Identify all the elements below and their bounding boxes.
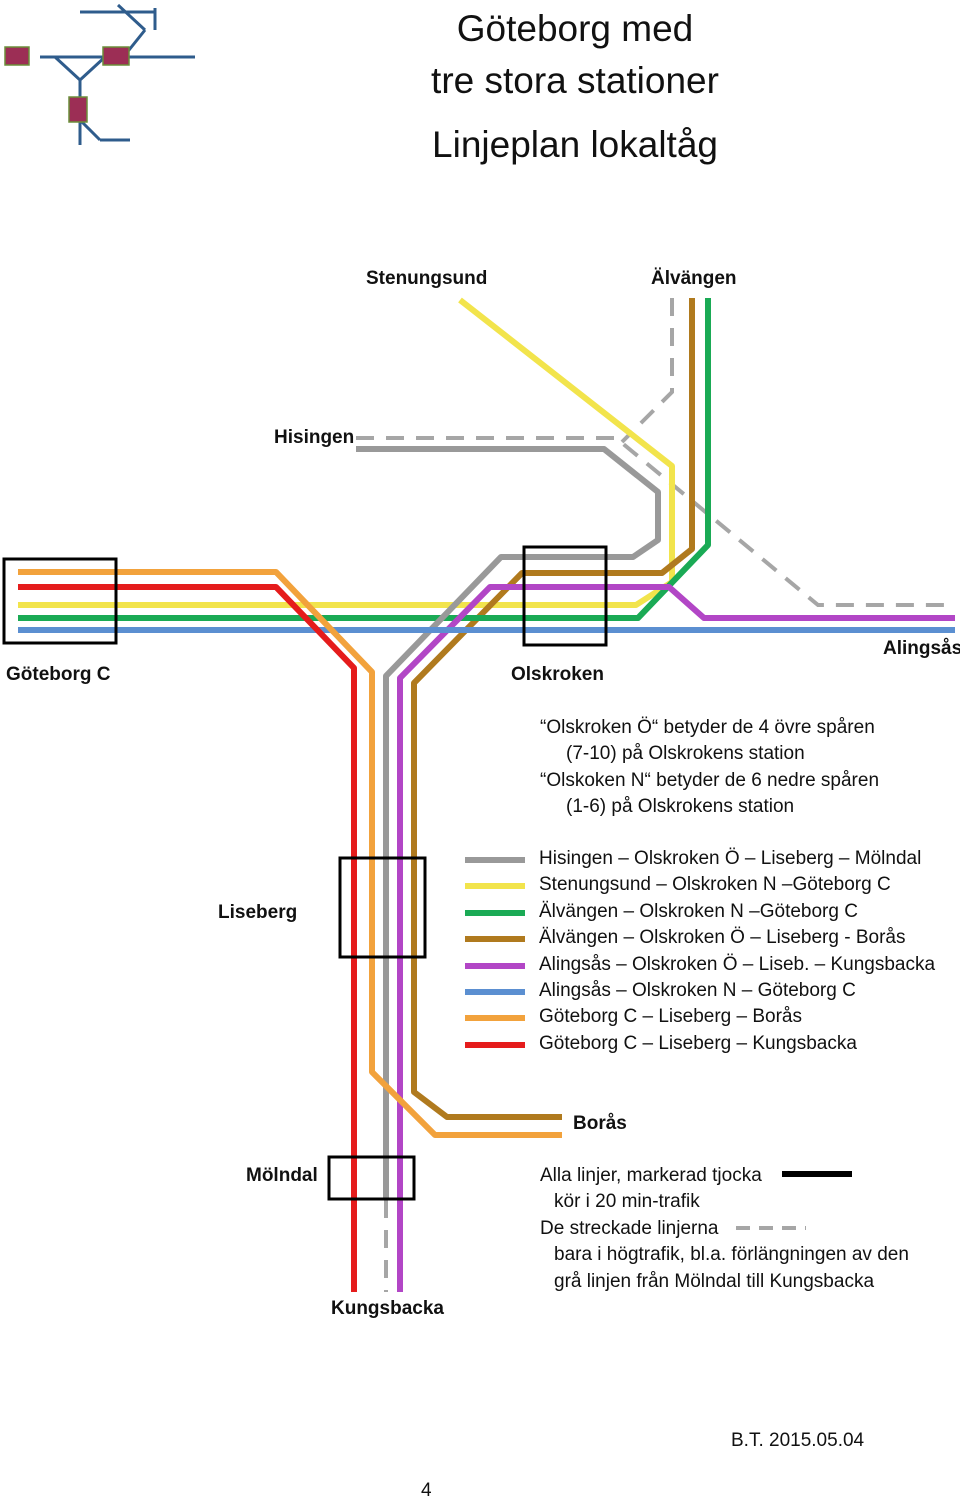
legend-swatch	[465, 857, 525, 863]
legend-item: Hisingen – Olskroken Ö – Liseberg – Möln…	[465, 846, 945, 872]
legend-item: Älvängen – Olskroken Ö – Liseberg - Borå…	[465, 925, 945, 951]
dashed-line-hisingen	[356, 436, 955, 607]
note-line-2: (7-10) på Olskrokens station	[566, 743, 805, 765]
legend-item: Göteborg C – Liseberg – Kungsbacka	[465, 1031, 945, 1057]
legend-text: Älvängen – Olskroken N –Göteborg C	[539, 900, 858, 922]
dashed-lines	[356, 298, 955, 1292]
station-label-stenungsund: Stenungsund	[366, 268, 488, 289]
legend-text: Älvängen – Olskroken Ö – Liseberg - Borå…	[539, 927, 906, 949]
station-box-goteborg-c	[2, 557, 118, 645]
station-box-liseberg	[338, 856, 427, 959]
legend: Hisingen – Olskroken Ö – Liseberg – Möln…	[465, 846, 945, 1057]
legend-swatch	[465, 936, 525, 943]
info-line-5: grå linjen från Mölndal till Kungsbacka	[554, 1270, 875, 1292]
line-green	[18, 298, 711, 621]
station-label-alvangen: Älvängen	[651, 268, 737, 289]
note-line-4: (1-6) på Olskrokens station	[566, 796, 795, 818]
station-box-molndal	[327, 1155, 416, 1201]
station-label-kungsbacka: Kungsbacka	[331, 1298, 444, 1319]
station-label-goteborg-c: Göteborg C	[6, 664, 111, 685]
legend-item: Alingsås – Olskroken N – Göteborg C	[465, 978, 945, 1004]
station-box-olskroken	[522, 545, 608, 647]
legend-text: Göteborg C – Liseberg – Borås	[539, 1006, 802, 1028]
line-gray	[356, 446, 661, 1200]
title-line-2: tre stora stationer	[431, 60, 719, 101]
dashed-line-alvangen	[620, 298, 674, 444]
network-logo-icon	[4, 3, 195, 145]
footer-date: B.T. 2015.05.04	[731, 1430, 865, 1451]
legend-text: Stenungsund – Olskroken N –Göteborg C	[539, 874, 891, 896]
legend-item: Alingsås – Olskroken Ö – Liseb. – Kungsb…	[465, 952, 945, 978]
station-label-molndal: Mölndal	[246, 1165, 318, 1186]
page-number: 4	[421, 1480, 432, 1501]
legend-item: Göteborg C – Liseberg – Borås	[465, 1004, 945, 1030]
line-map	[2, 297, 955, 1292]
note-line-1: “Olskroken Ö“ betyder de 4 övre spåren	[540, 717, 875, 738]
legend-swatch	[465, 962, 525, 969]
info-line-2: kör i 20 min-trafik	[554, 1191, 700, 1213]
station-label-hisingen: Hisingen	[274, 427, 355, 448]
legend-text: Alingsås – Olskroken Ö – Liseb. – Kungsb…	[539, 953, 936, 975]
station-label-olskroken: Olskroken	[511, 664, 604, 685]
legend-swatch	[465, 1041, 525, 1048]
line-purple	[397, 584, 955, 1292]
info-line-4: bara i högtrafik, bl.a. förlängningen av…	[554, 1244, 909, 1266]
station-label-boras: Borås	[573, 1113, 627, 1134]
line-orange	[18, 569, 562, 1138]
legend-swatch	[465, 1015, 525, 1022]
legend-text: Hisingen – Olskroken Ö – Liseberg – Möln…	[539, 848, 922, 869]
station-label-alingsas: Alingsås	[883, 638, 960, 659]
legend-swatch	[465, 909, 525, 916]
legend-text: Göteborg C – Liseberg – Kungsbacka	[539, 1032, 857, 1054]
legend-text: Alingsås – Olskroken N – Göteborg C	[539, 979, 856, 1001]
title-line-1: Göteborg med	[456, 8, 694, 49]
line-red	[18, 584, 357, 1292]
legend-swatch	[465, 988, 525, 995]
olskroken-note: “Olskroken Ö“ betyder de 4 övre spåren (…	[540, 715, 879, 821]
info-line-3: De streckade linjerna	[540, 1217, 719, 1239]
legend-item: Älvängen – Olskroken N –Göteborg C	[465, 899, 945, 925]
title-line-3: Linjeplan lokaltåg	[432, 124, 718, 165]
legend-swatch	[465, 883, 525, 890]
legend-item: Stenungsund – Olskroken N –Göteborg C	[465, 872, 945, 898]
info-note: Alla linjer, markerad tjocka kör i 20 mi…	[540, 1163, 909, 1295]
info-line-1: Alla linjer, markerad tjocka	[540, 1165, 762, 1186]
station-label-liseberg: Liseberg	[218, 902, 298, 923]
note-line-3: “Olskoken N“ betyder de 6 nedre spåren	[540, 769, 880, 791]
